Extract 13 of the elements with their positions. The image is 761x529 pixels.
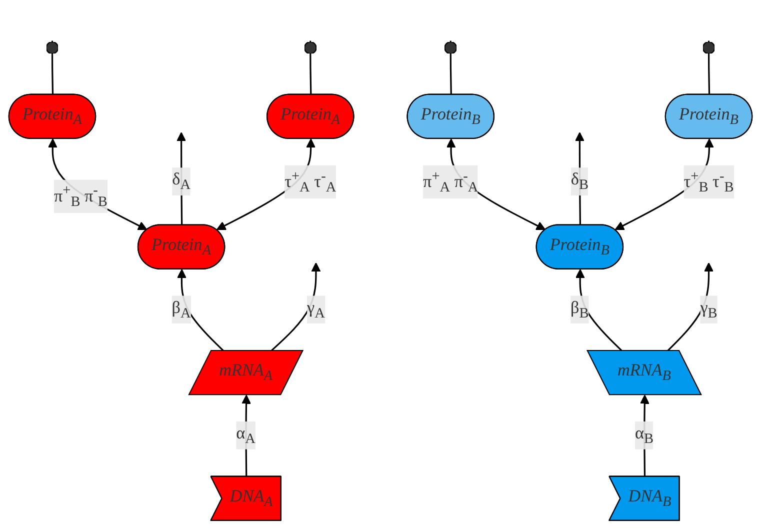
arrow — [48, 138, 148, 230]
edge-label: β$_{B}$ — [570, 298, 589, 321]
connector — [304, 40, 317, 95]
connector — [444, 40, 458, 95]
connector — [702, 40, 716, 95]
edge-label: δ$_{B}$ — [570, 170, 588, 192]
edge-label: δ$_{A}$ — [172, 170, 191, 192]
edge-label: γ$_{A}$ — [307, 298, 325, 321]
edge-label: γ$_{B}$ — [700, 298, 718, 321]
edge-label: β$_{A}$ — [172, 298, 191, 321]
edge-label: α$_{A}$ — [236, 424, 256, 446]
connector — [46, 40, 59, 95]
edge-label: α$_{B}$ — [634, 424, 654, 446]
